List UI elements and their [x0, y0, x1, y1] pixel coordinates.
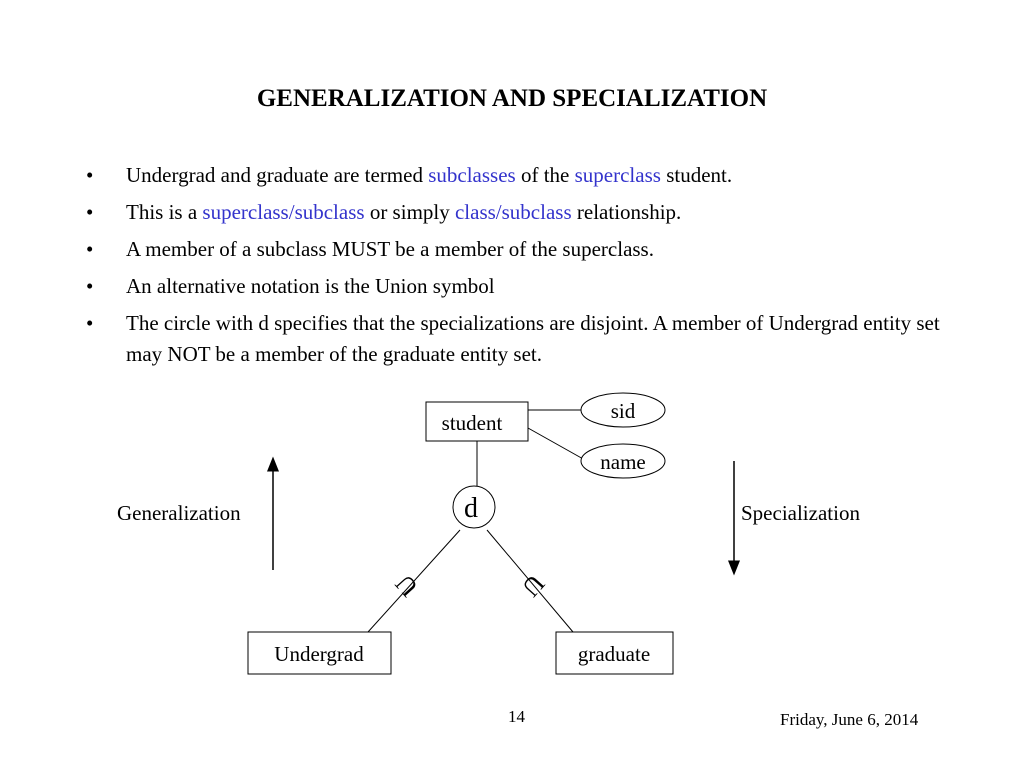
generalization-label: Generalization [117, 501, 241, 525]
bullet-text: An alternative notation is the Union sym… [126, 274, 495, 298]
bullet-emphasis-term: superclass/subclass [202, 200, 365, 224]
bullet-text-segment: or simply [364, 200, 455, 224]
bullet-list: • Undergrad and graduate are termed subc… [86, 160, 946, 376]
bullet-item: • An alternative notation is the Union s… [86, 271, 946, 302]
bullet-icon: • [86, 200, 94, 224]
entity-undergrad: Undergrad [247, 631, 392, 675]
attribute-sid-oval [580, 392, 666, 428]
bullet-text-segment: Undergrad and graduate are termed [126, 163, 429, 187]
page-number: 14 [508, 707, 525, 726]
bullet-text: A member of a subclass MUST be a member … [126, 237, 654, 261]
bullet-text: The circle with d specifies that the spe… [126, 311, 940, 366]
entity-graduate: graduate [555, 631, 674, 675]
bullet-item: • Undergrad and graduate are termed subc… [86, 160, 946, 191]
entity-graduate-box [555, 631, 674, 675]
disjoint-symbol: d [464, 493, 478, 524]
entity-student: student [425, 401, 529, 442]
bullet-icon: • [86, 163, 94, 187]
bullet-emphasis-term: subclasses [428, 163, 516, 187]
bullet-item: • The circle with d specifies that the s… [86, 308, 946, 370]
bullet-text-segment: relationship. [571, 200, 682, 224]
bullet-text-segment: student. [660, 163, 733, 187]
footer-date: Friday, June 6, 2014 [780, 710, 919, 729]
bullet-text-segment: This is a [126, 200, 203, 224]
union-symbol-right: U [516, 569, 550, 603]
disjoint-circle-shape [452, 485, 496, 529]
attribute-name-oval [580, 443, 666, 479]
specialization-label: Specialization [741, 501, 860, 525]
entity-student-label: student [442, 411, 503, 435]
attribute-sid: sid [580, 392, 666, 428]
slide-title: GENERALIZATION AND SPECIALIZATION [256, 85, 768, 112]
bullet-text: This is a superclass/subclass or simply … [126, 200, 681, 224]
bullet-emphasis-term: superclass [574, 163, 661, 187]
disjoint-circle: d [452, 485, 496, 529]
bullet-emphasis-term: class/subclass [454, 200, 572, 224]
attribute-sid-label: sid [611, 399, 636, 423]
bullet-text: Undergrad and graduate are termed subcla… [126, 163, 732, 187]
bullet-icon: • [86, 237, 94, 261]
circle-graduate-line [486, 529, 574, 633]
union-symbol-left: U [389, 569, 423, 603]
entity-graduate-label: graduate [578, 642, 650, 666]
bullet-icon: • [86, 274, 94, 298]
attribute-name: name [580, 443, 666, 479]
bullet-item: • A member of a subclass MUST be a membe… [86, 234, 946, 265]
student-name-line [527, 427, 586, 461]
bullet-icon: • [86, 311, 94, 335]
entity-undergrad-box [247, 631, 392, 675]
attribute-name-label: name [600, 450, 645, 474]
entity-undergrad-label: Undergrad [274, 642, 364, 666]
bullet-item: • This is a superclass/subclass or simpl… [86, 197, 946, 228]
circle-undergrad-line [367, 529, 461, 633]
entity-student-box [425, 401, 529, 442]
bullet-text-segment: of the [515, 163, 575, 187]
